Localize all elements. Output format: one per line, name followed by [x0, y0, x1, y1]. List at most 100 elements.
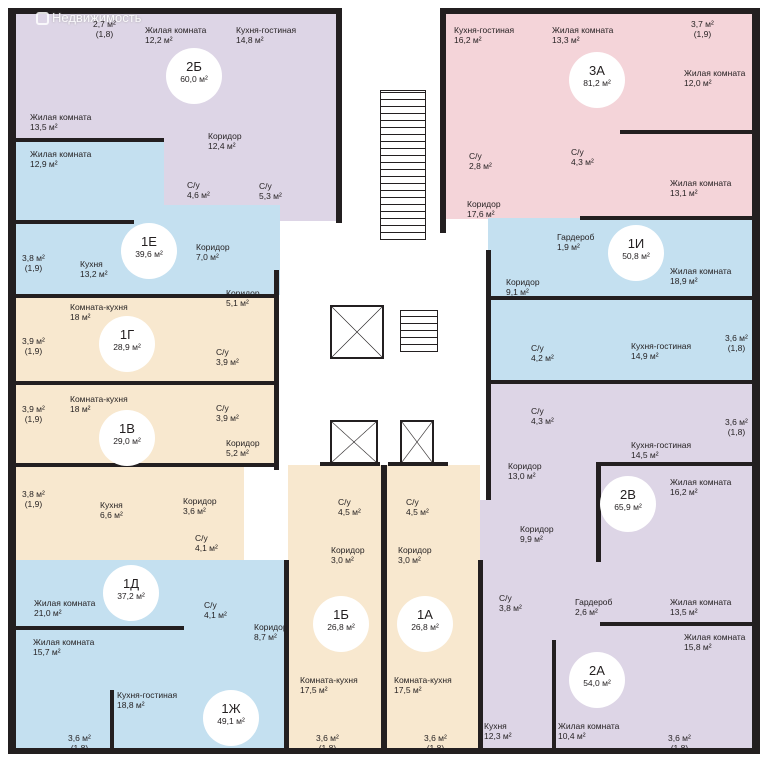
- apartment-3a-zone[interactable]: [442, 14, 754, 219]
- apartment-name: 2В: [620, 487, 636, 502]
- apartment-area: 60,0 м²: [180, 74, 208, 84]
- elevator-3: [400, 420, 434, 464]
- wall-row-1-right: [620, 130, 754, 134]
- wall-2a-inner: [552, 640, 556, 750]
- wall-1a-top: [388, 462, 448, 466]
- apartment-area: 26,8 м²: [327, 622, 355, 632]
- apartment-area: 39,6 м²: [135, 249, 163, 259]
- wall-outer-top-left: [8, 8, 338, 14]
- apartment-name: 1Е: [141, 234, 157, 249]
- apartment-area: 50,8 м²: [622, 251, 650, 261]
- wall-row-3-left: [14, 294, 276, 298]
- room-label-balcony-1a: 3,6 м²(1,8): [424, 733, 447, 753]
- wall-core-right: [440, 8, 446, 233]
- wall-row-2-right: [580, 216, 754, 220]
- room-label-balcony-1g: 3,9 м²(1,9): [22, 336, 45, 356]
- apartment-name: 1Ж: [221, 701, 241, 716]
- room-label-balcony-1b: 3,6 м²(1,8): [316, 733, 339, 753]
- room-label-balcony-1zh: 3,6 м²(1,8): [68, 733, 91, 753]
- apartment-area: 54,0 м²: [583, 678, 611, 688]
- room-label-balcony-1e: 3,8 м²(1,9): [22, 253, 45, 273]
- elevator-1: [330, 305, 384, 359]
- room-label-balcony-2a: 3,6 м²(1,8): [668, 733, 691, 753]
- wall-mid-right-col: [486, 250, 491, 500]
- room-label-balcony-1d: 3,8 м²(1,9): [22, 489, 45, 509]
- room-label-balcony-2v: 3,6 м²(1,8): [725, 417, 748, 437]
- watermark: Недвижимость: [36, 10, 141, 25]
- wall-row-5-right: [600, 462, 754, 466]
- stairwell: [380, 90, 426, 240]
- wall-row-5-left: [14, 463, 276, 467]
- wall-center-divider: [381, 465, 387, 750]
- apartment-area: 28,9 м²: [113, 342, 141, 352]
- wall-mid-left-col: [274, 270, 279, 470]
- wall-1a-right: [478, 560, 483, 750]
- wall-row-4-left: [14, 381, 276, 385]
- apartment-name: 1И: [627, 236, 645, 251]
- apartment-name: 2Б: [186, 59, 202, 74]
- wall-1b-top: [320, 462, 380, 466]
- wall-outer-bottom: [8, 748, 760, 754]
- room-label-balcony-3a: 3,7 м²(1,9): [691, 19, 714, 39]
- elevator-2: [330, 420, 378, 464]
- watermark-text: Недвижимость: [52, 10, 142, 25]
- apartment-area: 65,9 м²: [614, 502, 642, 512]
- wall-row-1-left: [14, 138, 164, 142]
- wall-row-6-left: [14, 626, 184, 630]
- apartment-area: 81,2 м²: [583, 78, 611, 88]
- wall-outer-right: [752, 8, 760, 754]
- apartment-name: 1В: [119, 421, 135, 436]
- apartment-name: 1Г: [119, 327, 135, 342]
